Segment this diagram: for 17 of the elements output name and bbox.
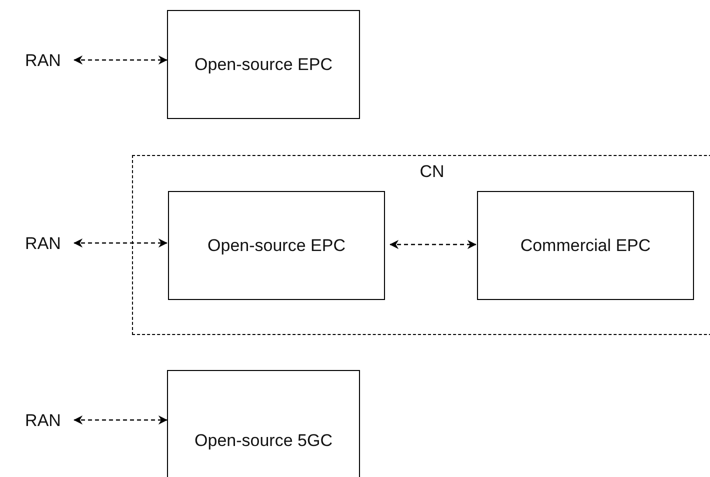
dashed-double-arrow	[74, 416, 168, 424]
node-label: RAN	[25, 50, 61, 72]
box-label: Open-source 5GC	[194, 430, 332, 452]
group-box	[132, 155, 710, 335]
process-box	[168, 191, 385, 300]
node-label: RAN	[25, 232, 61, 254]
box-label: Open-source EPC	[194, 54, 332, 76]
process-box	[477, 191, 694, 300]
node-label: RAN	[25, 410, 61, 432]
group-label: CN	[420, 161, 444, 183]
dashed-double-arrow	[74, 238, 168, 248]
process-box	[167, 10, 360, 119]
dashed-double-arrow	[390, 240, 476, 249]
box-label: Open-source EPC	[208, 235, 346, 257]
box-label: Commercial EPC	[520, 235, 651, 257]
process-box	[167, 370, 360, 477]
dashed-double-arrow	[74, 56, 168, 64]
